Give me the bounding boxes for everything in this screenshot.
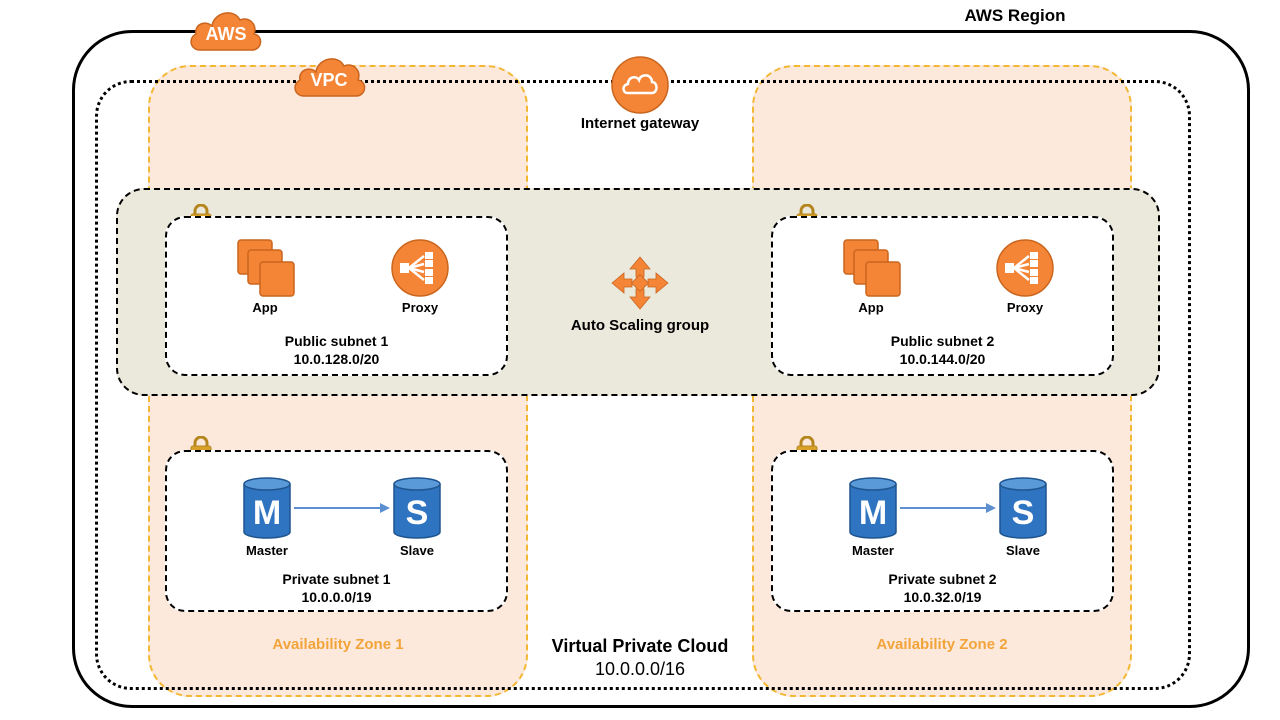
proxy-label: Proxy xyxy=(1006,300,1044,315)
app-instances-icon xyxy=(842,238,904,298)
master-database-icon: M xyxy=(242,476,292,540)
proxy-load-balancer-icon xyxy=(995,238,1055,298)
internet-gateway-label: Internet gateway xyxy=(580,115,700,132)
internet-gateway-icon xyxy=(610,55,670,115)
app-label: App xyxy=(858,300,884,315)
slave-label: Slave xyxy=(1006,543,1040,558)
public-subnet-1 xyxy=(165,216,508,376)
proxy-load-balancer-icon xyxy=(390,238,450,298)
slave-label: Slave xyxy=(400,543,434,558)
public-subnet-1-name: Public subnet 1 xyxy=(284,333,389,349)
auto-scaling-icon xyxy=(610,255,670,311)
private-subnet-1-cidr: 10.0.0.0/19 xyxy=(301,589,372,605)
slave-database-icon: S xyxy=(392,476,442,540)
public-subnet-1-cidr: 10.0.128.0/20 xyxy=(293,351,380,367)
slave-database-icon: S xyxy=(998,476,1048,540)
public-subnet-2 xyxy=(771,216,1114,376)
private-subnet-2-cidr: 10.0.32.0/19 xyxy=(903,589,982,605)
private-subnet-1 xyxy=(165,450,508,612)
auto-scaling-label: Auto Scaling group xyxy=(570,317,710,334)
public-subnet-2-cidr: 10.0.144.0/20 xyxy=(899,351,986,367)
proxy-label: Proxy xyxy=(401,300,439,315)
replication-arrow-icon xyxy=(294,500,392,516)
vpc-name-label: Virtual Private Cloud xyxy=(551,636,729,656)
master-letter: M xyxy=(858,494,888,532)
replication-arrow-icon xyxy=(900,500,998,516)
app-label: App xyxy=(252,300,278,315)
master-database-icon: M xyxy=(848,476,898,540)
private-subnet-1-name: Private subnet 1 xyxy=(282,571,391,587)
aws-badge-text: AWS xyxy=(205,24,247,44)
app-instances-icon xyxy=(236,238,298,298)
slave-letter: S xyxy=(405,494,429,532)
aws-cloud-icon: AWS xyxy=(186,4,266,56)
vpc-cidr-label: 10.0.0.0/16 xyxy=(594,659,686,679)
master-label: Master xyxy=(246,543,288,558)
vpc-cloud-icon: VPC xyxy=(290,50,368,102)
aws-region-boundary xyxy=(72,30,1250,708)
availability-zone-2-label: Availability Zone 2 xyxy=(876,636,1008,653)
private-subnet-2-name: Private subnet 2 xyxy=(888,571,997,587)
vpc-badge-text: VPC xyxy=(310,70,348,90)
master-letter: M xyxy=(252,494,282,532)
availability-zone-1-label: Availability Zone 1 xyxy=(272,636,404,653)
aws-region-label: AWS Region xyxy=(964,6,1066,25)
slave-letter: S xyxy=(1011,494,1035,532)
private-subnet-2 xyxy=(771,450,1114,612)
public-subnet-2-name: Public subnet 2 xyxy=(890,333,995,349)
master-label: Master xyxy=(852,543,894,558)
